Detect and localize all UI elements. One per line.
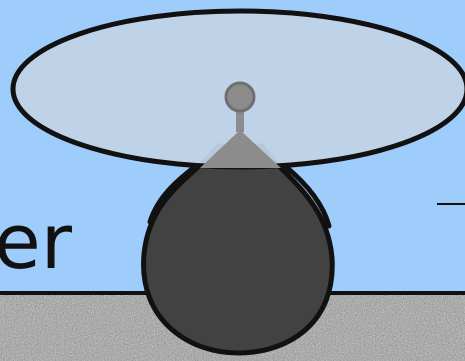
partial-label: er bbox=[0, 197, 73, 286]
